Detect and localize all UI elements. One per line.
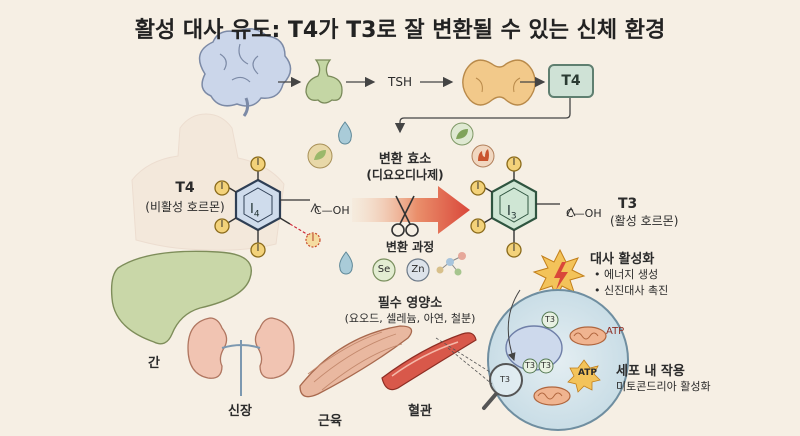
thyroid-gland-icon [462,59,536,106]
water-drop-icon [339,251,353,275]
process-label: 변환 과정 [385,240,435,254]
t3-marker: T3 [525,361,535,370]
conversion-arrow [352,186,470,234]
tsh-label: TSH [388,75,412,89]
kidney-icon [187,317,295,396]
cell-action-subtitle: 미토콘드리아 활성화 [616,380,711,393]
fire-icon [471,144,495,168]
t4-description: (비활성 호르몬) [145,200,225,214]
pituitary-icon [305,59,343,104]
t3-ring-label: I3 [507,204,517,222]
iodine-label: I [476,181,480,192]
cell-action-title: 세포 내 작용 [616,364,685,379]
t3-hydroxyl-label: C—OH [566,207,602,220]
blood-vessel-icon [381,332,477,391]
t3-name: T3 [618,196,638,212]
iodine-label: I [256,243,260,254]
selenium-label: Se [377,264,391,275]
metabolism-title: 대사 활성화 [590,252,655,267]
t3-marker: T3 [541,361,551,370]
t3-molecule [470,156,560,258]
iodine-label: I [512,157,516,168]
muscle-icon [299,325,413,398]
iodine-label: I [220,219,224,230]
mitochondria-icon [533,326,607,406]
zinc-label: Zn [411,264,425,275]
t4-hydroxyl-label: C—OH [314,204,350,217]
nutrients-list: (요오드, 셀레늄, 아연, 철분) [344,312,476,325]
selenium-mineral-icon [372,258,396,282]
muscle-label: 근육 [318,414,342,429]
t3-description: (활성 호르몬) [610,214,679,228]
cell-illustration [487,289,629,431]
iodine-label: I [220,181,224,192]
zinc-mineral-icon [406,258,430,282]
enzyme-title: 변환 효소 [378,152,432,167]
scissors-icon [391,195,419,237]
nutrient-droplet-icon [338,121,352,145]
metabolism-item: • 에너지 생성 [594,268,659,281]
page-title: 활성 대사 유도: T4가 T3로 잘 변환될 수 있는 신체 환경 [134,18,666,43]
t4-molecule [214,156,321,258]
nutrients-title: 필수 영양소 [377,296,443,311]
t4-ring-label: I4 [250,202,260,220]
atp-label-inner: ATP [578,368,598,378]
magnifier-icon [482,363,523,410]
brain-icon [198,28,292,117]
t4-name: T4 [175,180,195,196]
iodine-label: I [476,219,480,230]
iodine-label: I [256,157,260,168]
detached-iodine-label: I [311,233,315,244]
liver-label: 간 [148,356,160,371]
nutrient-leaf-icon [307,143,333,169]
enzyme-subtitle: (디요오디나제) [366,168,444,182]
vessel-label: 혈관 [408,404,432,419]
t3-marker: T3 [545,315,555,324]
molecule-cluster-icon [436,252,466,276]
green-leaf-icon [450,122,474,146]
t3-marker: T3 [500,375,510,384]
liver-icon [110,250,252,345]
kidney-label: 신장 [228,404,252,419]
t4-box: T4 [548,64,594,98]
atp-label-outer: ATP [606,326,625,337]
metabolism-item: • 신진대사 촉진 [594,284,669,297]
pathway-arrows [278,76,571,134]
iodine-label: I [512,243,516,254]
